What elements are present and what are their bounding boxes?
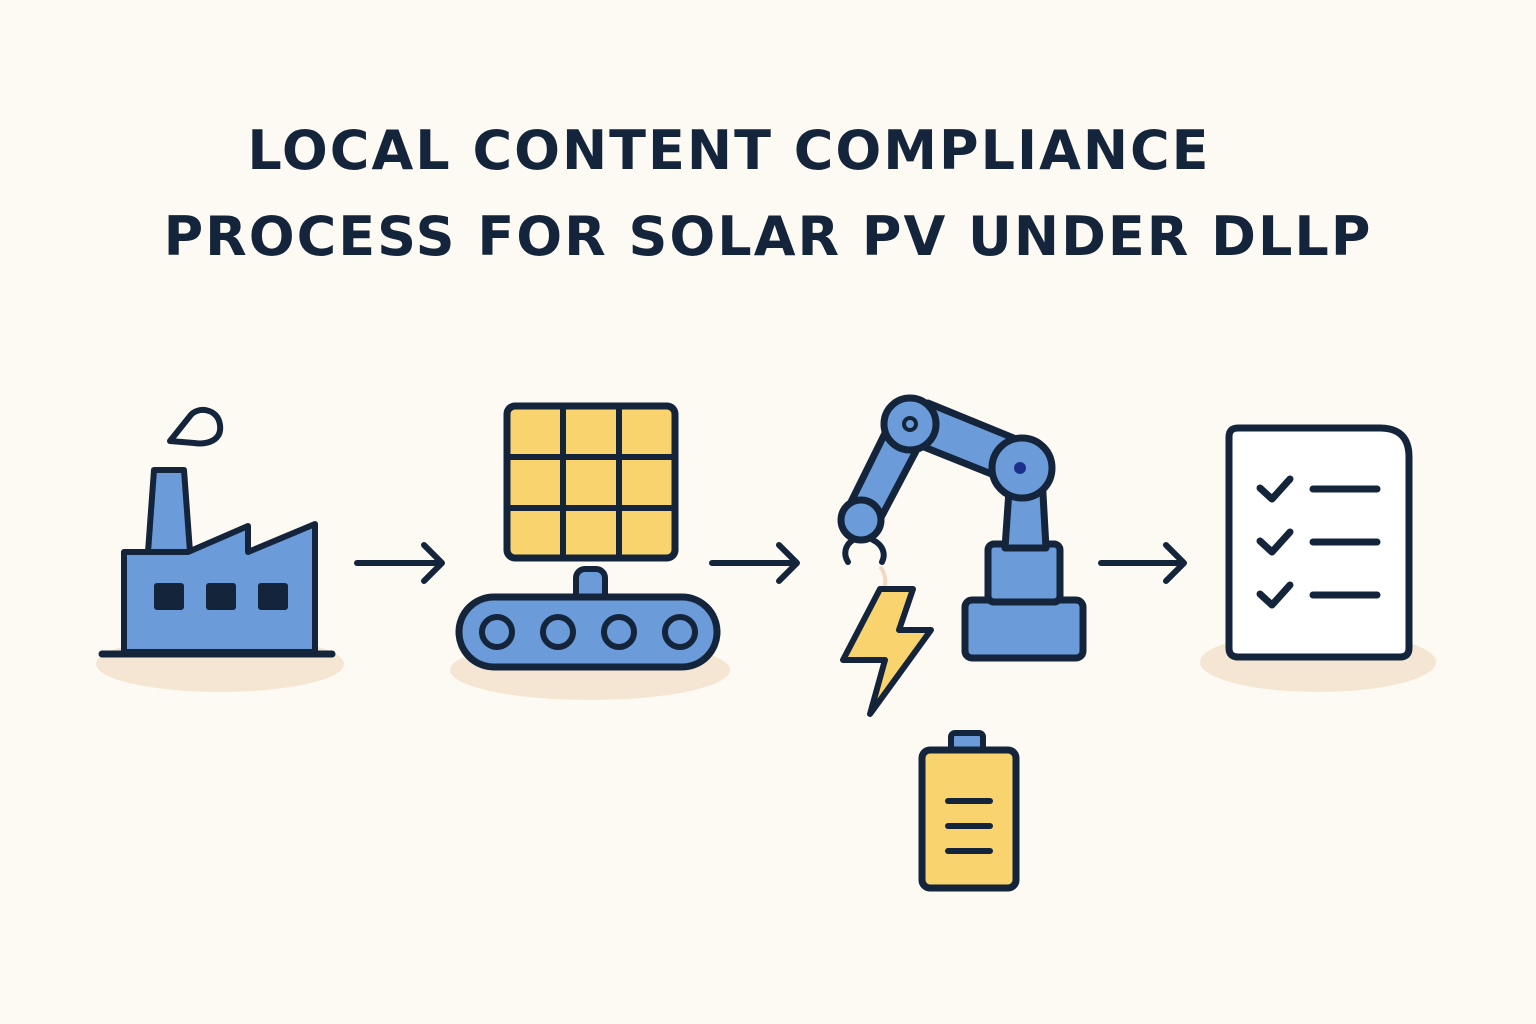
- page-title-line-1: LOCAL CONTENT COMPLIANCE: [247, 119, 1211, 182]
- arrow-right-icon: [709, 542, 800, 584]
- checklist-document-icon: [1200, 424, 1436, 692]
- page-title: LOCAL CONTENT COMPLIANCE PROCESS FOR SOL…: [0, 108, 1536, 280]
- battery-icon: [918, 730, 1020, 892]
- factory-icon: [96, 406, 344, 692]
- arrow-right-icon: [1098, 542, 1187, 584]
- arrow-right-icon: [354, 542, 445, 584]
- page-title-line-2: PROCESS FOR SOLAR PV UNDER DLLP: [163, 205, 1373, 268]
- lightning-bolt-icon: [840, 586, 934, 717]
- robotic-arm-icon: [837, 394, 1087, 662]
- solar-panel-conveyor-icon: [450, 402, 730, 700]
